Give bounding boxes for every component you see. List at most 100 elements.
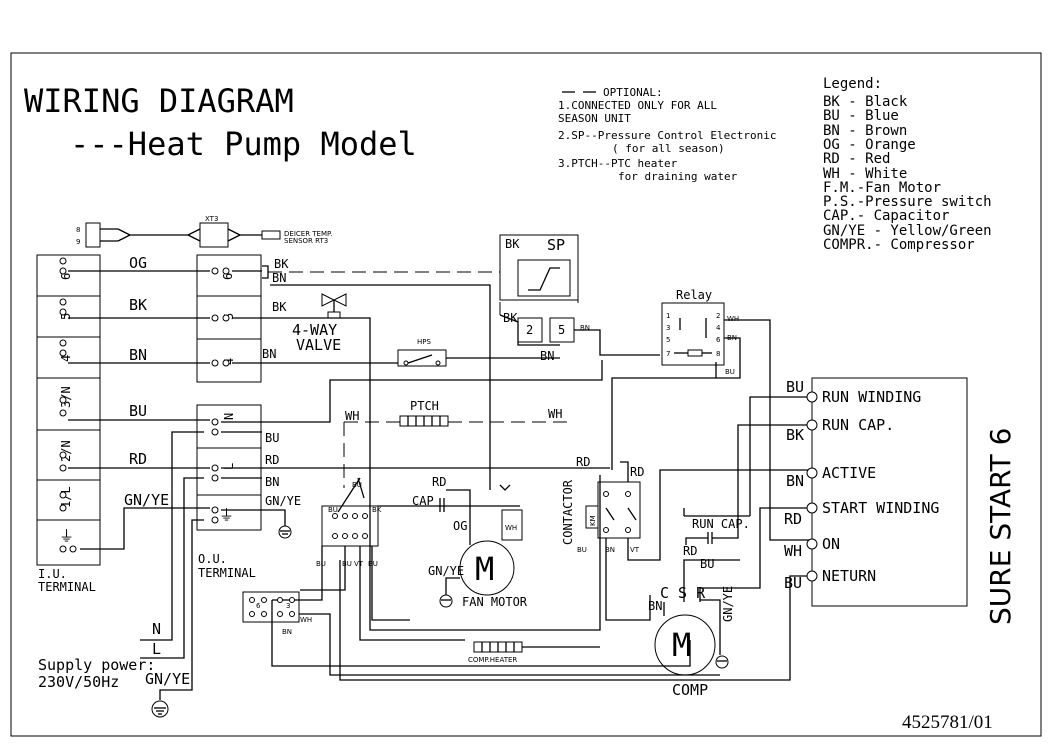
deicer-sensor-connector: 8 9 XT3 DEICER TEMP. SENSOR RT3 [76, 215, 332, 248]
iu-slot-6: 6 [59, 273, 73, 280]
wire-label: RD [630, 465, 644, 479]
wire-label: BU [725, 368, 735, 376]
ou-terminal-label2: TERMINAL [198, 566, 256, 580]
optional-notes: OPTIONAL: 1.CONNECTED ONLY FOR ALL SEASO… [558, 86, 777, 183]
wire-bu-label: BU [129, 402, 147, 420]
wire-label: BK [372, 506, 382, 514]
run-cap-label: RUN CAP. [692, 517, 750, 531]
ou-slot-l: L [222, 463, 236, 470]
diagram-title: WIRING DIAGRAM [24, 82, 294, 120]
ou-outgoing-wires: BK BN BK BN BU RD BN GN/YE [221, 257, 610, 539]
wire-og-label: OG [129, 254, 147, 272]
fan-motor: RD CAP OG WH M GN/YE FAN MOTOR [412, 475, 528, 609]
fan-cap-label: CAP [412, 494, 434, 508]
sensor-label-2: SENSOR RT3 [284, 237, 328, 245]
sensor-pin-8: 8 [76, 226, 80, 234]
relay-pin: 6 [716, 336, 721, 344]
supply-n-label: N [152, 620, 161, 638]
relay-pin: 1 [666, 312, 670, 320]
hps-switch: HPS [397, 338, 560, 367]
legend-item: GN/YE - Yellow/Green [823, 223, 992, 239]
legend-item: F.M.-Fan Motor [823, 180, 941, 196]
ptch-heater: PTCH WH WH [343, 399, 570, 488]
ss-terminal-on: ON [822, 535, 840, 553]
wire-label: WH [727, 315, 739, 323]
iu-terminal-label1: I.U. [38, 567, 67, 581]
legend-item: BK - Black [823, 94, 908, 110]
iu-slot-5: 5 [59, 313, 73, 320]
optional-line2b: ( for all season) [612, 142, 725, 155]
wire-label: BK [274, 257, 289, 271]
wire-rd-label: RD [129, 450, 147, 468]
wire-label: BN [580, 324, 590, 332]
wire-label: RD [576, 455, 590, 469]
legend-item: BN - Brown [823, 123, 907, 139]
optional-heading: OPTIONAL: [603, 86, 663, 99]
relay-pin: 4 [716, 324, 721, 332]
ss-wire-color: BU [786, 378, 804, 396]
valve-label-2: VALVE [296, 336, 341, 354]
ptch-label: PTCH [410, 399, 439, 413]
conn-pin-6: 6 [256, 602, 261, 610]
valve-label-1: 4-WAY [292, 321, 337, 339]
ss-wire-color: BU [784, 574, 802, 592]
comp-label: COMP [672, 681, 708, 699]
wire-label: BN [648, 599, 662, 613]
ou-terminal-label1: O.U. [198, 552, 227, 566]
comp-heater: COMP.HEATER [271, 600, 691, 667]
ss-terminal-neturn: NETURN [822, 567, 876, 585]
hps-label: HPS [417, 338, 431, 346]
ss-terminal-active: ACTIVE [822, 464, 876, 482]
four-way-valve: 4-WAY VALVE [292, 293, 601, 631]
relay-pin: 8 [716, 350, 720, 358]
supply-voltage-label: 230V/50Hz [38, 673, 119, 691]
sp-contact-5: 5 [558, 323, 565, 337]
wire-label: BU [265, 431, 279, 445]
diagram-frame [10, 52, 1042, 737]
sensor-pin-9: 9 [76, 238, 80, 246]
run-capacitor: RUN CAP. [683, 424, 812, 545]
wire-bn-label: BN [129, 346, 147, 364]
ou-ground-icon [278, 525, 292, 539]
conn-pin-3: 3 [286, 602, 290, 610]
km-label: KM [589, 515, 597, 526]
wire-bk-label: BK [129, 296, 147, 314]
relay-pin: 2 [716, 312, 720, 320]
relay-pin: 3 [666, 324, 670, 332]
optional-line3b: for draining water [618, 170, 738, 183]
wire-label: BN [540, 349, 554, 363]
relay-pin: 5 [666, 336, 670, 344]
iu-slot-4: 4 [59, 355, 73, 362]
ss-terminal-run-cap: RUN CAP. [822, 416, 894, 434]
wire-label: BU [342, 560, 352, 568]
relay-label: Relay [676, 288, 712, 302]
ss-terminal-run-winding: RUN WINDING [822, 388, 921, 406]
wire-label: BN [262, 347, 276, 361]
wire-label: VT [630, 546, 640, 554]
wire-label: BU [352, 481, 362, 489]
wire-label: RD [432, 475, 446, 489]
iu-terminal-block: 6 5 4 3/N 2/N 1/L ⏚ I.U. TERMINAL [36, 254, 101, 594]
legend-heading: Legend: [823, 76, 882, 92]
wire-label: BU [577, 546, 587, 554]
wire-label: BN [605, 546, 615, 554]
wire-gnye-label: GN/YE [124, 491, 169, 509]
ou-terminal-block: 6 5 4 N L ⏚ O.U. TERMINAL [196, 254, 262, 580]
legend-item: OG - Orange [823, 137, 916, 153]
contactor: CONTACTOR KM RD RD BU BN VT [561, 455, 812, 621]
iu-slot-2n: 2/N [59, 440, 73, 462]
supply-lines: N L GN/YE Supply power: 230V/50Hz [38, 431, 204, 718]
sure-start-module: SURE START 6 RUN WINDING BU RUN CAP. BK … [339, 377, 1017, 681]
xt3-label: XT3 [205, 215, 218, 223]
fan-ground-icon [439, 594, 453, 608]
wire-label: WH [345, 409, 359, 423]
comp-ground-icon [715, 655, 729, 669]
wire-label: GN/YE [265, 494, 301, 508]
supply-gnye-label: GN/YE [145, 670, 190, 688]
comp-pins-label: C S R [660, 584, 706, 602]
sensor-label-1: DEICER TEMP. [284, 230, 332, 238]
wire-label: BU [700, 557, 714, 571]
wire-label: VT [354, 560, 364, 568]
comp-heater-label: COMP.HEATER [468, 656, 517, 664]
